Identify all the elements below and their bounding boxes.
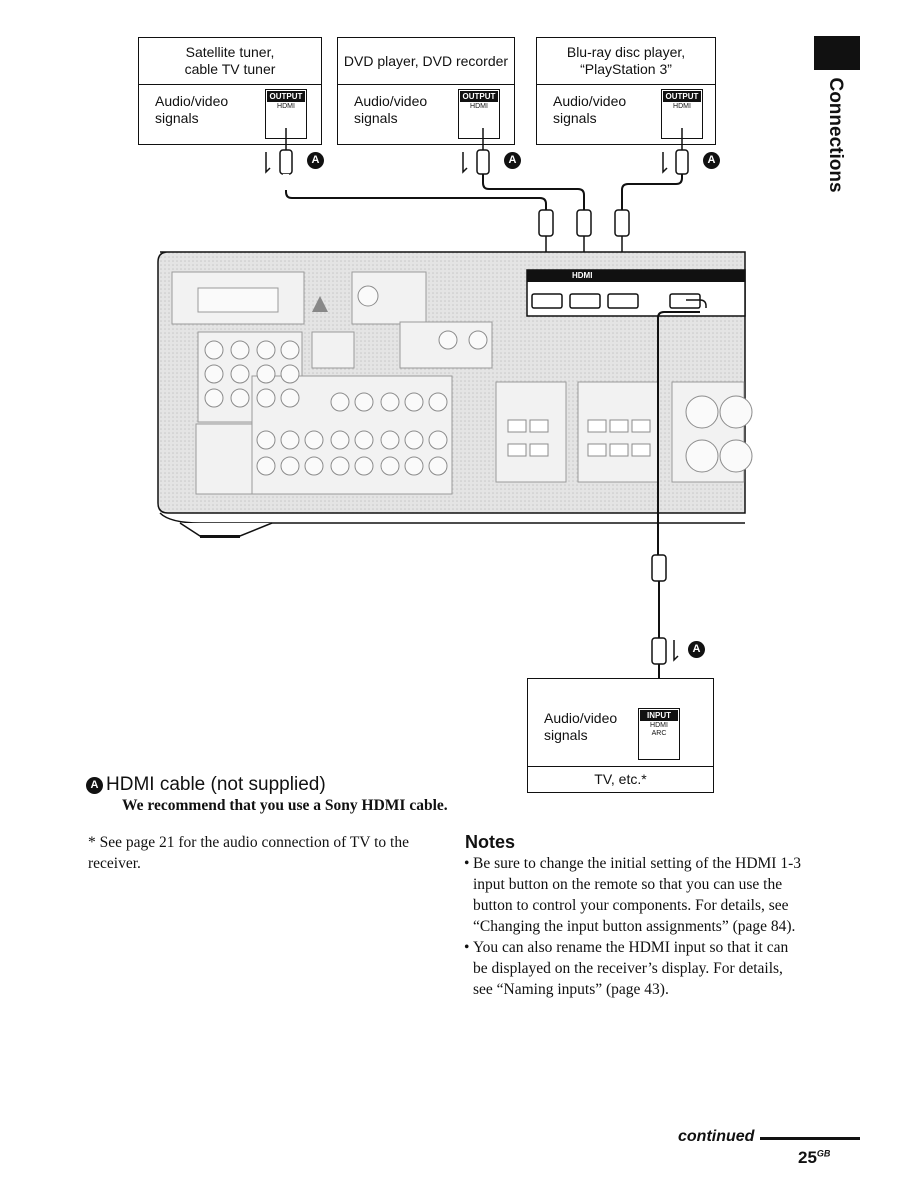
source-name: Satellite tuner, cable TV tuner bbox=[139, 38, 321, 85]
port-tag: OUTPUT bbox=[460, 91, 498, 102]
port-tag: OUTPUT bbox=[663, 91, 701, 102]
source-box-dvd: DVD player, DVD recorder Audio/video sig… bbox=[337, 37, 515, 145]
hdmi-output-port: OUTPUT HDMI bbox=[458, 89, 500, 139]
port-label: HDMI bbox=[470, 103, 488, 110]
source-signals: Audio/video signals bbox=[354, 93, 428, 126]
tv-name: TV, etc.* bbox=[528, 766, 713, 792]
source-cable-connectors bbox=[265, 128, 689, 175]
section-tab-marker bbox=[814, 36, 860, 70]
footnote: * See page 21 for the audio connection o… bbox=[88, 834, 409, 872]
source-signals: Audio/video signals bbox=[155, 93, 229, 126]
receiver-side-connectors bbox=[538, 209, 630, 290]
tv-box: Audio/video signals INPUT HDMI ARC TV, e… bbox=[527, 678, 714, 793]
rear-panel-jacks bbox=[204, 285, 753, 476]
port-label: HDMI bbox=[277, 103, 295, 110]
source-signals: Audio/video signals bbox=[553, 93, 627, 126]
port-label: HDMI bbox=[673, 103, 691, 110]
source-name: DVD player, DVD recorder bbox=[338, 38, 514, 85]
hdmi-output-port: OUTPUT HDMI bbox=[661, 89, 703, 139]
legend-note: We recommend that you use a Sony HDMI ca… bbox=[122, 797, 448, 814]
cable-a-badge: A bbox=[703, 152, 720, 169]
note-item: You can also rename the HDMI input so th… bbox=[464, 937, 804, 1000]
page-number-value: 25 bbox=[798, 1148, 817, 1167]
hdmi-cables bbox=[283, 174, 683, 210]
source-box-satellite: Satellite tuner, cable TV tuner Audio/vi… bbox=[138, 37, 322, 145]
continued-rule bbox=[760, 1137, 860, 1140]
port-tag: INPUT bbox=[640, 710, 678, 721]
cable-a-badge: A bbox=[307, 152, 324, 169]
continued-label: continued bbox=[678, 1128, 755, 1145]
notes-list: Be sure to change the initial setting of… bbox=[464, 853, 804, 1000]
cable-a-badge: A bbox=[504, 152, 521, 169]
receiver-hdmi-label: HDMI bbox=[572, 271, 593, 280]
page-number-suffix: GB bbox=[816, 1148, 831, 1159]
source-name: Blu-ray disc player, “PlayStation 3” bbox=[537, 38, 715, 85]
legend-title: HDMI cable (not supplied) bbox=[106, 774, 326, 795]
speaker-terminals bbox=[507, 419, 651, 457]
receiver-hdmi-inputs bbox=[531, 293, 701, 309]
tv-signals: Audio/video signals bbox=[544, 710, 618, 743]
note-item: Be sure to change the initial setting of… bbox=[464, 853, 804, 937]
warning-icon bbox=[312, 296, 328, 312]
notes-heading: Notes bbox=[465, 832, 516, 852]
source-box-bluray: Blu-ray disc player, “PlayStation 3” Aud… bbox=[536, 37, 716, 145]
receiver-foot bbox=[179, 522, 273, 537]
hdmi-input-port: INPUT HDMI ARC bbox=[638, 708, 680, 760]
tv-hdmi-cable bbox=[651, 299, 707, 705]
port-label: HDMI ARC bbox=[650, 722, 668, 737]
port-tag: OUTPUT bbox=[267, 91, 305, 102]
cable-a-badge: A bbox=[688, 641, 705, 658]
cable-a-badge: A bbox=[86, 777, 103, 794]
page-number: 25GB bbox=[798, 1148, 830, 1168]
